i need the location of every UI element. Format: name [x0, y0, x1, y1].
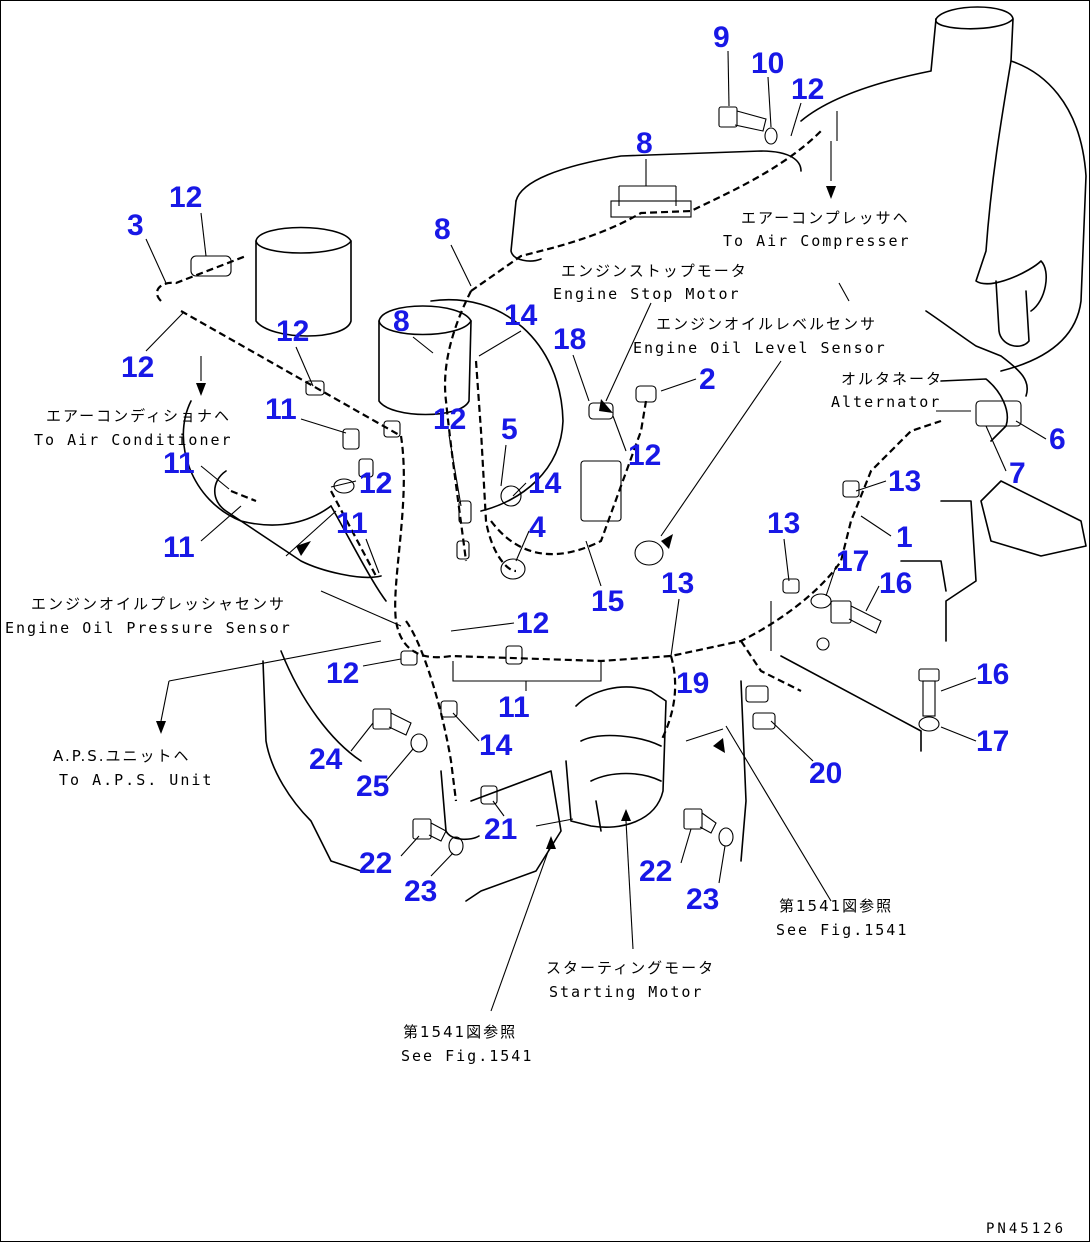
label-oil-level-en: Engine Oil Level Sensor	[633, 339, 887, 357]
callout-2: 2	[699, 363, 716, 396]
bolt-16-lower	[918, 668, 940, 717]
label-fig-ref-right-jp: 第1541図参照	[779, 897, 893, 915]
callout-20: 20	[809, 757, 842, 790]
label-fig-ref-bottom-jp: 第1541図参照	[403, 1023, 517, 1041]
callout-15: 15	[591, 585, 624, 618]
label-air-compressor-en: To Air Compresser	[723, 232, 911, 250]
callout-18: 18	[553, 323, 586, 356]
callout-25: 25	[356, 770, 389, 803]
callout-11: 11	[163, 447, 195, 480]
callout-16: 16	[976, 658, 1009, 691]
callout-12: 12	[628, 439, 661, 472]
callout-21: 21	[484, 813, 517, 846]
callout-8: 8	[434, 213, 451, 246]
callout-4: 4	[529, 511, 546, 544]
label-aps-en: To A.P.S. Unit	[59, 771, 213, 789]
bolt-22-right	[683, 808, 717, 834]
callout-19: 19	[676, 667, 709, 700]
label-alternator-en: Alternator	[831, 393, 941, 411]
label-starting-motor-en: Starting Motor	[549, 983, 703, 1001]
callout-12: 12	[433, 403, 466, 436]
connectors	[190, 106, 1022, 856]
callout-10: 10	[751, 47, 784, 80]
callout-12: 12	[276, 315, 309, 348]
label-air-compressor-jp: エアーコンプレッサヘ	[741, 209, 910, 227]
callout-9: 9	[713, 21, 730, 54]
callout-8: 8	[393, 305, 410, 338]
part-number: PN45126	[986, 1221, 1066, 1237]
label-air-conditioner-jp: エアーコンディショナヘ	[46, 407, 231, 425]
label-oil-pressure-en: Engine Oil Pressure Sensor	[5, 619, 292, 637]
arrowheads	[156, 186, 836, 849]
callout-14: 14	[479, 729, 513, 762]
label-oil-level-jp: エンジンオイルレベルセンサ	[656, 315, 877, 333]
callout-12: 12	[516, 607, 549, 640]
callout-17: 17	[836, 545, 869, 578]
callout-22: 22	[639, 855, 672, 888]
callout-12: 12	[169, 181, 202, 214]
callout-1: 1	[896, 521, 913, 554]
callout-11: 11	[163, 531, 195, 564]
callout-22: 22	[359, 847, 392, 880]
callout-12: 12	[326, 657, 359, 690]
callout-12: 12	[791, 73, 824, 106]
callout-5: 5	[501, 413, 518, 446]
callout-23: 23	[404, 875, 437, 908]
callout-11: 11	[265, 393, 297, 426]
callout-12: 12	[359, 467, 392, 500]
leader-lines	[160, 111, 971, 1012]
text-labels: エアーコンプレッサヘ To Air Compresser エンジンストップモータ…	[5, 209, 1066, 1237]
label-engine-stop-en: Engine Stop Motor	[553, 285, 741, 303]
callout-8: 8	[636, 127, 653, 160]
callout-14: 14	[528, 467, 562, 500]
bolt-9	[718, 106, 767, 132]
callout-13: 13	[767, 507, 800, 540]
callout-3: 3	[127, 209, 144, 242]
callout-12b: 12	[359, 467, 392, 500]
callout-numbers: 9 10 12 8 12 3 8 12 12 8 14 18 2 12 11 1…	[121, 21, 1066, 916]
callout-23: 23	[686, 883, 719, 916]
callout-24: 24	[309, 743, 343, 776]
bolt-22-left	[412, 818, 447, 842]
wiring-harness	[155, 130, 942, 802]
callout-14: 14	[504, 299, 538, 332]
label-fig-ref-bottom-en: See Fig.1541	[401, 1047, 533, 1065]
callout-13: 13	[888, 465, 921, 498]
label-fig-ref-right-en: See Fig.1541	[776, 921, 908, 939]
callout-17: 17	[976, 725, 1009, 758]
callout-12: 12	[121, 351, 154, 384]
bolt-16-upper	[830, 600, 882, 634]
label-engine-stop-jp: エンジンストップモータ	[561, 262, 748, 280]
callout-16: 16	[879, 567, 912, 600]
bolt-24	[372, 708, 412, 736]
callout-7: 7	[1009, 457, 1026, 490]
label-starting-motor-jp: スターティングモータ	[546, 959, 715, 977]
callout-11: 11	[498, 691, 530, 724]
callout-leaders	[145, 50, 1047, 884]
callout-13: 13	[661, 567, 694, 600]
callout-6: 6	[1049, 423, 1066, 456]
label-alternator-jp: オルタネータ	[841, 370, 943, 388]
label-aps-jp: A.P.S.ユニットヘ	[53, 747, 191, 765]
callout-11: 11	[336, 507, 368, 540]
label-air-conditioner-en: To Air Conditioner	[34, 431, 233, 449]
label-oil-pressure-jp: エンジンオイルプレッシャセンサ	[31, 595, 286, 613]
machine-outlines	[182, 6, 1087, 902]
